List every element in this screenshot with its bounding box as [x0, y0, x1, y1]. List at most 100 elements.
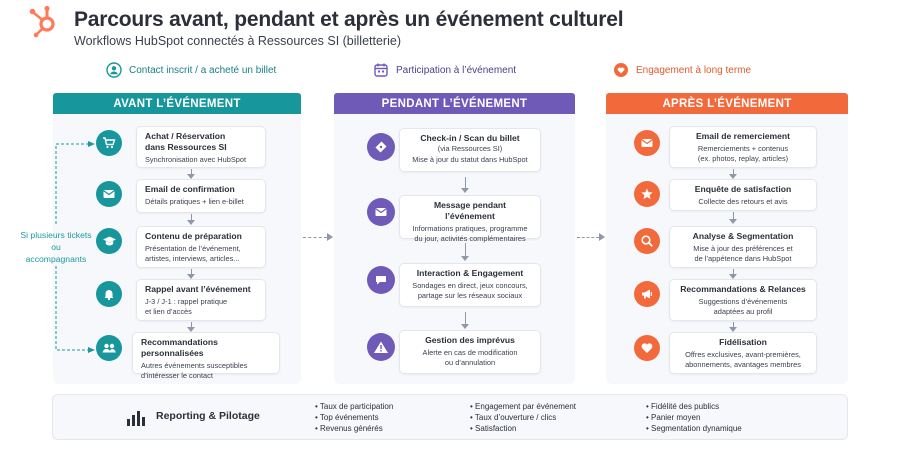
phase-label-after-text: Engagement à long terme [636, 64, 752, 76]
metric-item: Top événements [315, 412, 393, 423]
heart-icon [634, 335, 660, 361]
step-desc-line2: d’intéresser le contact [141, 370, 213, 380]
arrow-right-dashed [577, 233, 605, 241]
step-desc-line2: du jour, activités complémentaires [414, 233, 526, 243]
step-desc: Synchronisation avec HubSpot [145, 155, 247, 164]
step-desc: Présentation de l’événement, [145, 244, 241, 253]
step-desc: Mise à jour du statut dans HubSpot [412, 154, 528, 164]
column-header-after: APRÈS L’ÉVÉNEMENT [606, 93, 848, 114]
metric-item: Satisfaction [470, 423, 576, 434]
step-title: Email de remerciement [695, 131, 791, 141]
step-card-thanks: Email de remerciement Remerciements + co… [669, 126, 817, 168]
step-title: Recommandations & Relances [680, 284, 806, 294]
hubspot-logo-icon [29, 5, 55, 38]
metrics-list-2: Engagement par événement Taux d’ouvertur… [470, 401, 576, 434]
step-desc: Alerte en cas de modification [422, 348, 518, 357]
step-title-line2: (via Ressources SI) [437, 144, 503, 153]
cart-icon [96, 130, 122, 156]
user-check-icon [106, 62, 122, 78]
page-title: Parcours avant, pendant et après un évén… [74, 8, 624, 31]
ticket-icon [367, 133, 395, 161]
arrow-down [461, 177, 469, 193]
page-subtitle: Workflows HubSpot connectés à Ressources… [74, 34, 401, 48]
step-desc: Mise à jour des préférences et [693, 244, 793, 253]
step-desc: Détails pratiques + lien e-billet [145, 197, 244, 206]
arrow-down [461, 312, 469, 329]
metric-item: Panier moyen [646, 412, 742, 423]
step-card-loyalty: Fidélisation Offres exclusives, avant-pr… [669, 332, 817, 374]
step-desc: Suggestions d’événements [698, 297, 788, 306]
step-title: Analyse & Segmentation [692, 231, 794, 241]
step-desc-line2: ou d’annulation [444, 357, 496, 367]
step-desc-line2: partage sur les réseaux sociaux [417, 290, 523, 300]
step-desc-line2: artistes, interviews, articles... [145, 253, 240, 263]
bell-icon [96, 281, 122, 307]
graduation-cap-icon [96, 228, 122, 254]
metric-item: Engagement par événement [470, 401, 576, 412]
step-title-line2: dans Ressources SI [145, 142, 227, 152]
column-header-during: PENDANT L’ÉVÉNEMENT [334, 93, 575, 114]
arrow-down [729, 169, 737, 179]
metric-item: Fidélité des publics [646, 401, 742, 412]
arrow-down [729, 322, 737, 332]
metric-item: Segmentation dynamique [646, 423, 742, 434]
step-card-checkin: Check-in / Scan du billet (via Ressource… [399, 128, 541, 172]
step-desc-line2: et lien d’accès [145, 306, 192, 316]
warning-icon [367, 333, 395, 361]
step-desc-line2: adaptées au profil [713, 306, 773, 316]
step-desc-line2: (ex. photos, replay, articles) [697, 153, 789, 163]
step-title: Check-in / Scan du billet [420, 133, 520, 143]
mail-icon [96, 181, 122, 207]
mail-icon [634, 130, 660, 156]
reporting-footer: Reporting & Pilotage Taux de participati… [52, 394, 848, 440]
step-card-reminder: Rappel avant l’événement J-3 / J-1 : rap… [136, 279, 266, 321]
step-card-message: Message pendant l’événement Informations… [399, 195, 541, 243]
step-card-confirmation: Email de confirmation Détails pratiques … [136, 179, 266, 213]
arrow-down [187, 322, 195, 332]
footer-label: Reporting & Pilotage [156, 410, 260, 422]
step-card-interaction: Interaction & Engagement Sondages en dir… [399, 263, 541, 307]
phase-label-before: Contact inscrit / a acheté un billet [106, 60, 276, 80]
chat-icon [367, 266, 395, 294]
arrow-down [187, 169, 195, 179]
arrow-right-dashed [303, 233, 333, 241]
step-title: Fidélisation [719, 337, 767, 347]
metric-item: Revenus générés [315, 423, 393, 434]
step-card-recommendations: Recommandations personnalisées Autres év… [132, 332, 280, 380]
arrow-down [461, 243, 469, 261]
arrow-down [187, 269, 195, 279]
step-title: Recommandations personnalisées [141, 337, 218, 358]
phase-label-after: Engagement à long terme [613, 60, 751, 80]
calendar-icon [373, 62, 389, 78]
step-desc: Autres événements susceptibles [141, 361, 248, 370]
step-title: Achat / Réservation [145, 131, 226, 141]
step-card-survey: Enquête de satisfaction Collecte des ret… [669, 179, 817, 211]
step-desc: Offres exclusives, avant-premières, [685, 350, 801, 359]
step-card-incidents: Gestion des imprévus Alerte en cas de mo… [399, 330, 541, 374]
step-title: Gestion des imprévus [425, 335, 515, 345]
side-note: Si plusieurs tickets ou accompagnants [20, 230, 92, 264]
column-header-before: AVANT L’ÉVÉNEMENT [53, 93, 301, 114]
step-desc: J-3 / J-1 : rappel pratique [145, 297, 228, 306]
step-title: Rappel avant l’événement [145, 284, 251, 294]
search-icon [634, 228, 660, 254]
star-icon [634, 181, 660, 207]
phase-label-before-text: Contact inscrit / a acheté un billet [129, 64, 277, 76]
step-desc-line2: abonnements, avantages membres [685, 359, 801, 369]
step-title: Interaction & Engagement [416, 268, 524, 278]
step-card-preparation: Contenu de préparation Présentation de l… [136, 226, 266, 268]
metrics-list-3: Fidélité des publics Panier moyen Segmen… [646, 401, 742, 434]
phase-label-during-text: Participation à l’événement [396, 64, 517, 76]
step-card-purchase: Achat / Réservation dans Ressources SI S… [136, 126, 266, 168]
megaphone-icon [634, 281, 660, 307]
metric-item: Taux d’ouverture / clics [470, 412, 576, 423]
arrow-down [187, 214, 195, 225]
bar-chart-icon [127, 411, 145, 426]
arrow-down [729, 212, 737, 224]
step-desc: Collecte des retours et avis [698, 197, 788, 206]
step-desc-line2: de l’appétence dans HubSpot [694, 253, 792, 263]
step-desc: Remerciements + contenus [697, 144, 789, 153]
step-card-relaunch: Recommandations & Relances Suggestions d… [669, 279, 817, 321]
step-title: Enquête de satisfaction [694, 184, 792, 194]
step-title: Contenu de préparation [145, 231, 242, 241]
